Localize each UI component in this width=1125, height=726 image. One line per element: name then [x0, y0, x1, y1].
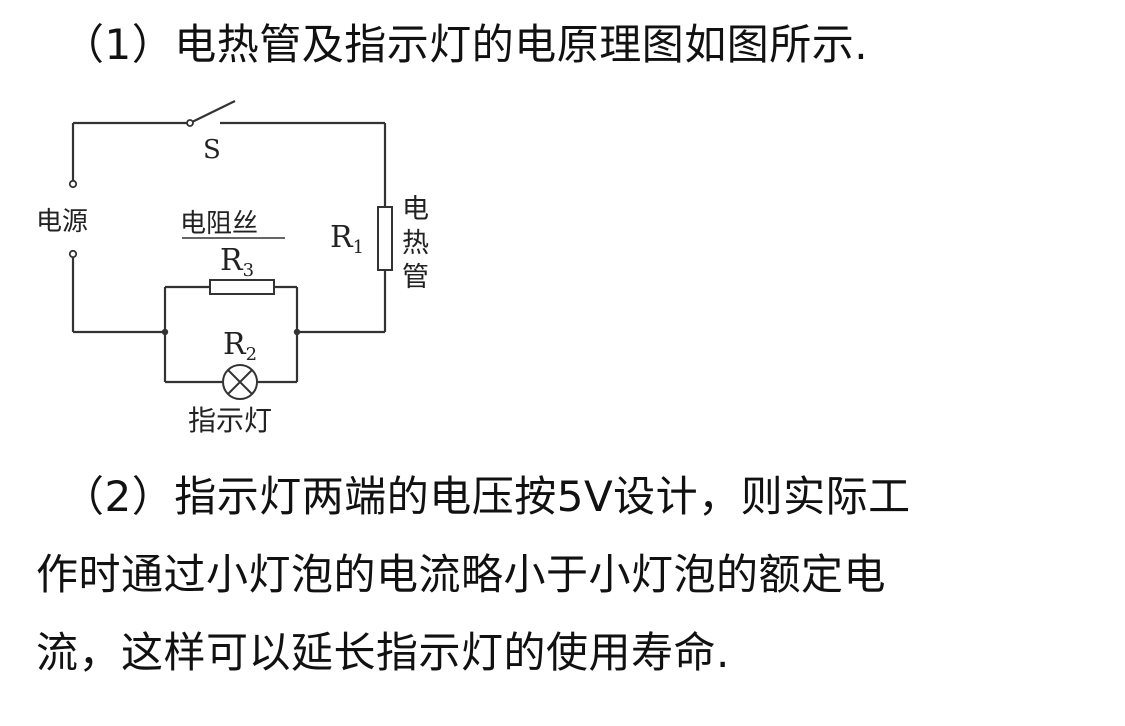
resistor-r3 — [209, 279, 275, 295]
switch-blade — [189, 100, 236, 124]
junction-right — [293, 328, 301, 336]
r3-label: R3 — [220, 243, 254, 281]
r1-label: R1 — [330, 220, 364, 258]
paragraph-part2-line1: （2）指示灯两端的电压按5V设计，则实际工 — [62, 472, 911, 521]
junction-left — [161, 328, 169, 336]
lamp-r2 — [222, 364, 258, 400]
circuit-diagram: S 电源 电阻丝 R3 R1 电 热 管 R2 指示灯 — [36, 100, 429, 437]
heater-r1 — [377, 206, 393, 271]
switch-pivot — [186, 119, 194, 127]
paragraph-part2-line2: 作时通过小灯泡的电流略小于小灯泡的额定电 — [36, 550, 887, 599]
heater-char-1: 电 — [402, 194, 429, 225]
paragraph-part2-line3: 流，这样可以延长指示灯的使用寿命. — [36, 628, 730, 677]
power-label: 电源 — [36, 207, 88, 237]
heater-char-3: 管 — [402, 262, 429, 293]
power-terminal-bottom — [68, 249, 78, 259]
wire-resistor-label: 电阻丝 — [180, 209, 258, 239]
lamp-label: 指示灯 — [188, 404, 272, 437]
r2-label: R2 — [223, 327, 257, 365]
power-terminal-top — [68, 179, 78, 189]
switch-label: S — [203, 135, 221, 165]
heater-char-2: 热 — [402, 228, 429, 259]
lamp-cross-2 — [227, 369, 253, 395]
paragraph-part1: （1）电热管及指示灯的电原理图如图所示. — [62, 20, 869, 69]
